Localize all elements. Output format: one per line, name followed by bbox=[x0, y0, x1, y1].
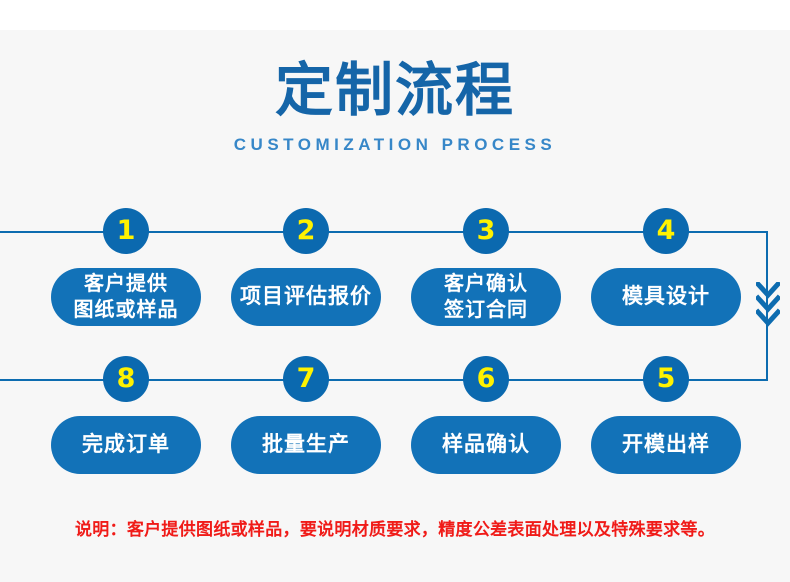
step-label-line: 图纸或样品 bbox=[73, 299, 179, 321]
step-number-badge: 6 bbox=[463, 356, 509, 402]
step-number-badge: 4 bbox=[643, 208, 689, 254]
step-label-line: 完成订单 bbox=[82, 433, 170, 456]
connector-line-top-row bbox=[0, 231, 767, 233]
process-row-top: 1 客户提供 图纸或样品 2 项目评估报价 3 客户确认 签订合同 4 模具设计 bbox=[0, 208, 790, 368]
connector-line-bottom-row bbox=[0, 379, 768, 381]
footer-note: 说明：客户提供图纸或样品，要说明材质要求，精度公差表面处理以及特殊要求等。 bbox=[74, 520, 716, 539]
step-number-badge: 3 bbox=[463, 208, 509, 254]
step-number-badge: 8 bbox=[103, 356, 149, 402]
process-row-bottom: 8 完成订单 7 批量生产 6 样品确认 5 开模出样 bbox=[0, 356, 790, 516]
step-number-badge: 7 bbox=[283, 356, 329, 402]
step-label-line: 批量生产 bbox=[262, 433, 350, 456]
step-label-line: 开模出样 bbox=[622, 433, 710, 456]
step-label-line: 模具设计 bbox=[622, 285, 710, 308]
triple-chevron-down-icon bbox=[754, 280, 782, 328]
step-label-line: 样品确认 bbox=[442, 433, 530, 456]
step-label-card[interactable]: 批量生产 bbox=[231, 416, 381, 474]
step-label-card[interactable]: 模具设计 bbox=[591, 268, 741, 326]
step-label-card[interactable]: 开模出样 bbox=[591, 416, 741, 474]
step-number-badge: 5 bbox=[643, 356, 689, 402]
step-number-badge: 2 bbox=[283, 208, 329, 254]
step-label-line: 客户确认 bbox=[444, 273, 528, 295]
step-label-card[interactable]: 项目评估报价 bbox=[231, 268, 381, 326]
step-label-card[interactable]: 客户确认 签订合同 bbox=[411, 268, 561, 326]
step-label-line: 项目评估报价 bbox=[240, 285, 372, 308]
step-label-line: 签订合同 bbox=[444, 299, 528, 321]
header: 定制流程 CUSTOMIZATION PROCESS bbox=[0, 55, 790, 155]
page-subtitle: CUSTOMIZATION PROCESS bbox=[233, 135, 557, 154]
step-label-line: 客户提供 bbox=[84, 273, 168, 295]
step-label-card[interactable]: 完成订单 bbox=[51, 416, 201, 474]
page-title: 定制流程 bbox=[274, 58, 515, 123]
step-label-card[interactable]: 样品确认 bbox=[411, 416, 561, 474]
step-number-badge: 1 bbox=[103, 208, 149, 254]
step-label-card[interactable]: 客户提供 图纸或样品 bbox=[51, 268, 201, 326]
